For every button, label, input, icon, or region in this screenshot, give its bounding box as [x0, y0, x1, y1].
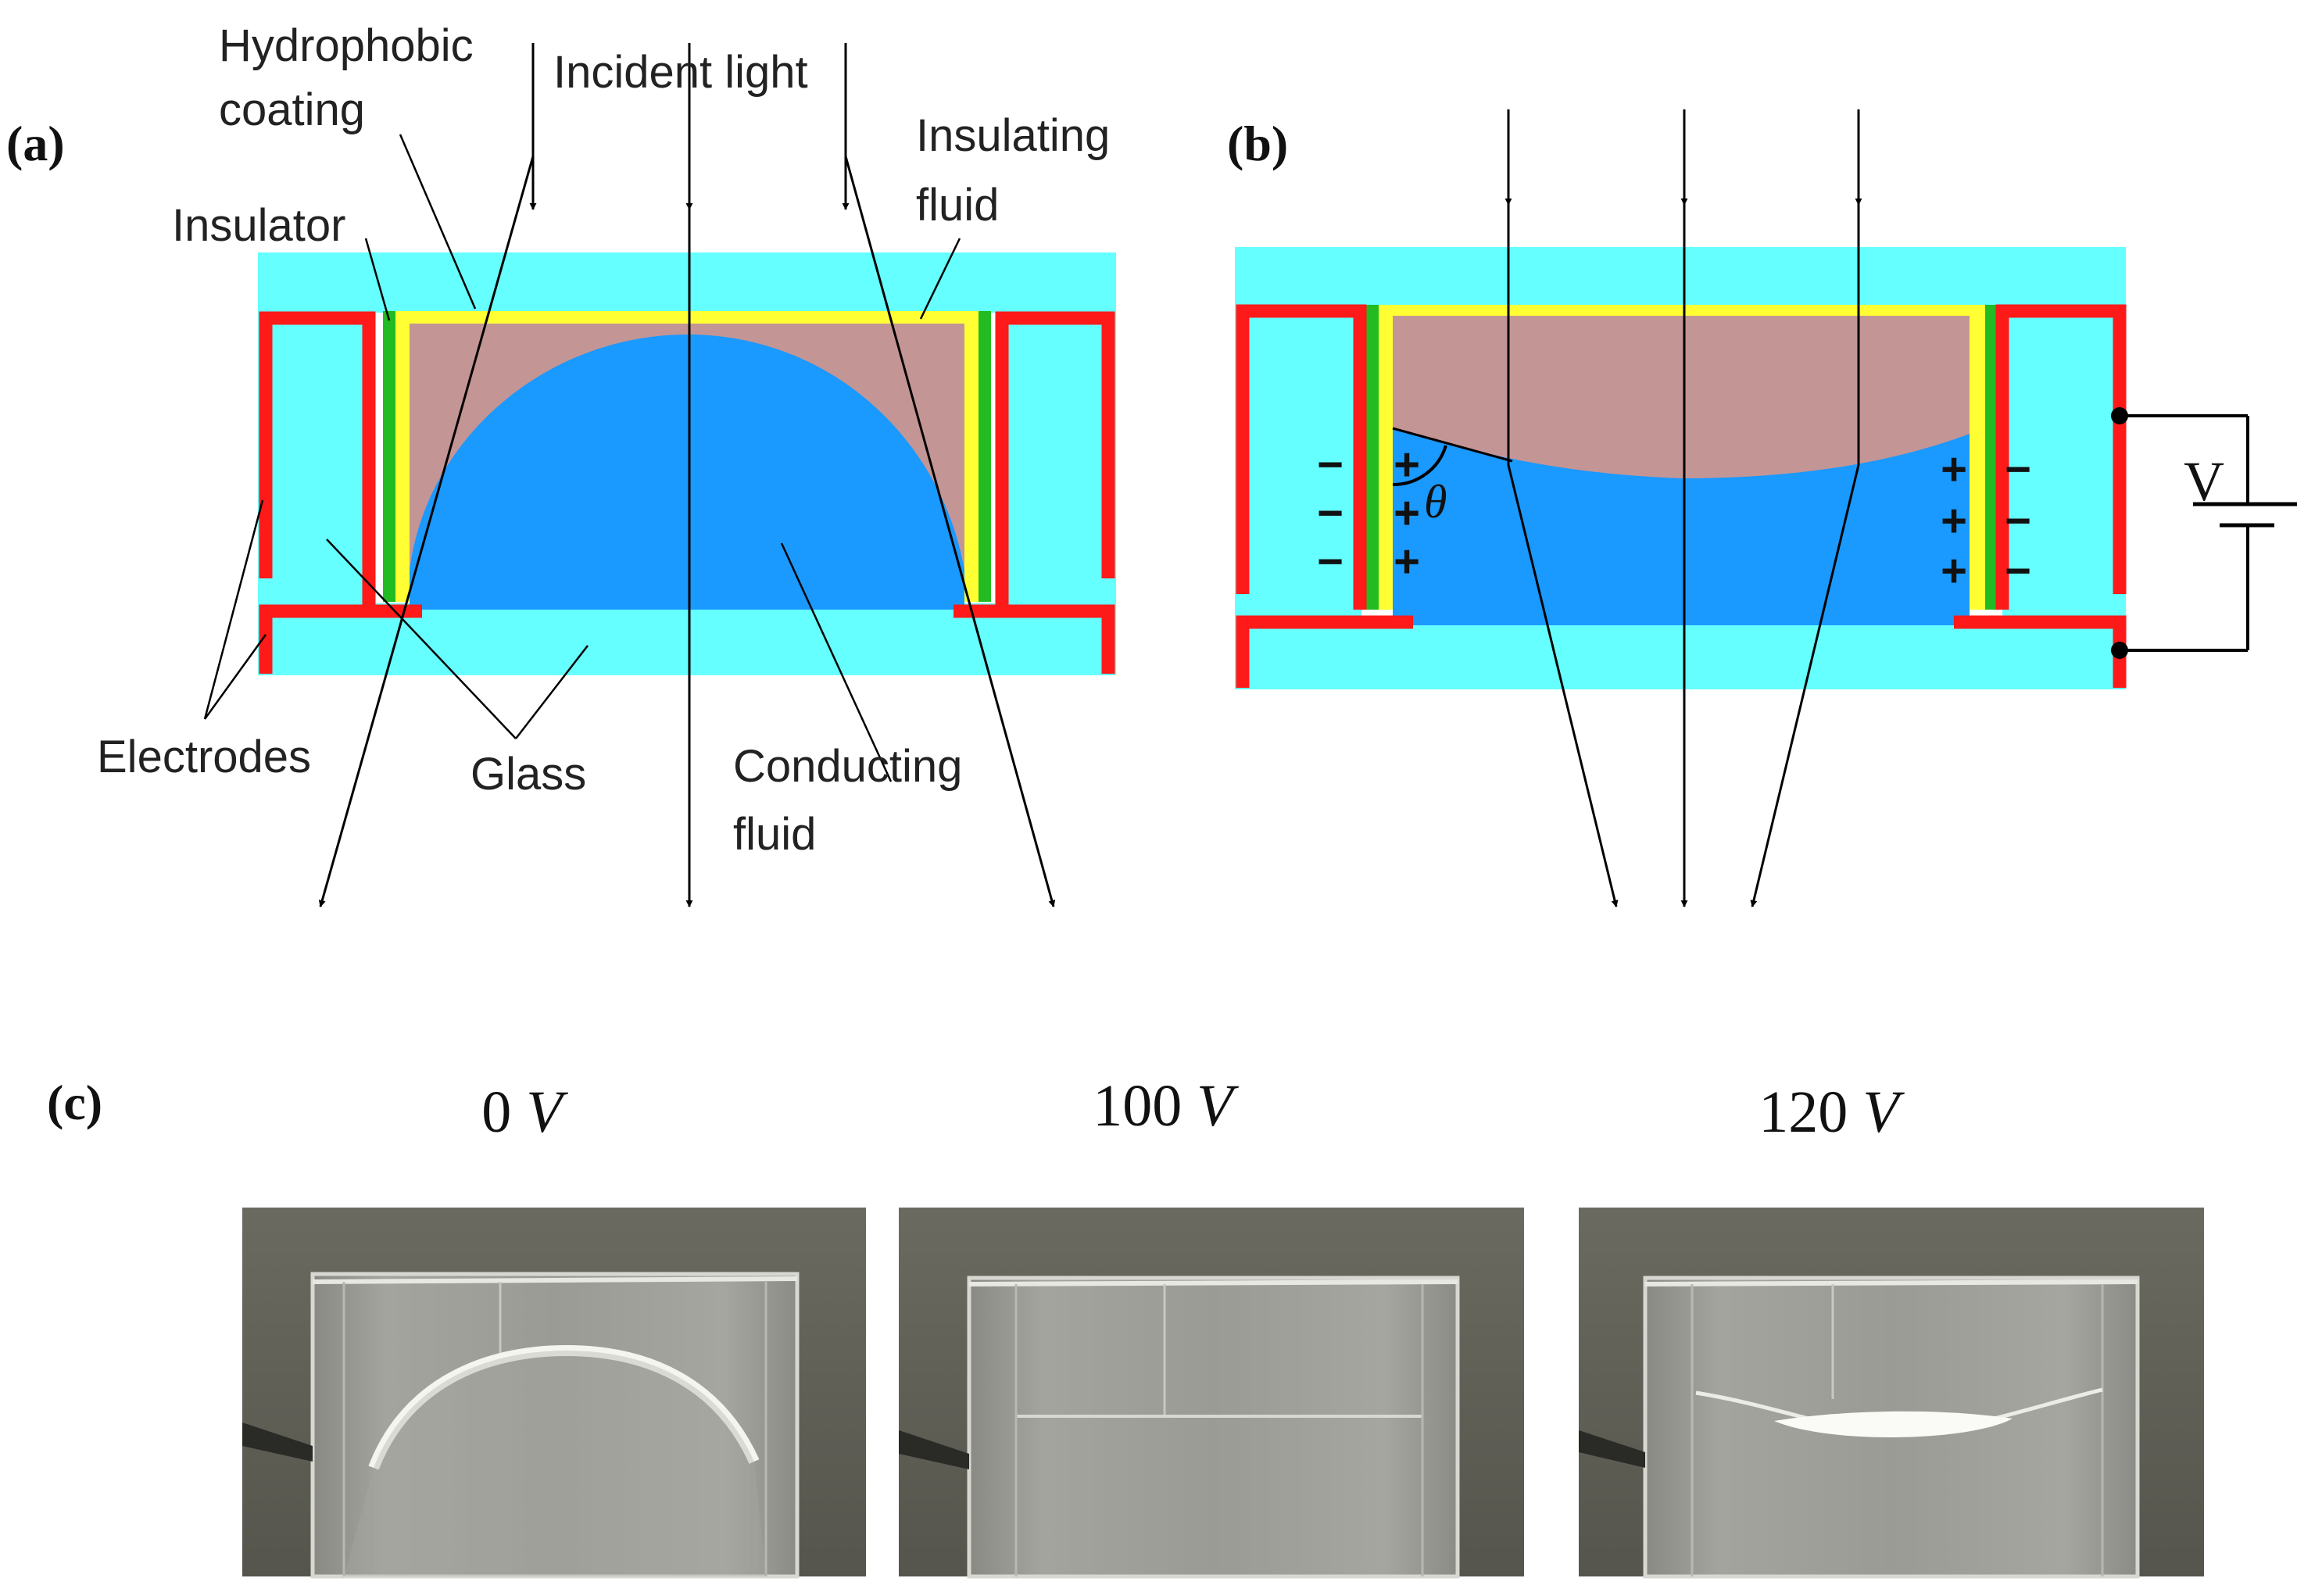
electrode-right-upper [995, 311, 1115, 606]
light-rays-a [318, 43, 1056, 907]
minus-sign: − [2005, 546, 2031, 596]
voltage-unit: V [1197, 1073, 1239, 1139]
conducting-fluid-droplet [410, 335, 964, 610]
panel-c: (c) 0 V 100 V 120 V [47, 1073, 2204, 1579]
photo-120v [1579, 1208, 2204, 1579]
coating-right-b [1970, 305, 1985, 610]
right-glass [1003, 313, 1116, 603]
panel-b-tag: (b) [1227, 116, 1288, 171]
electrode-left-lower-b [1236, 615, 1413, 688]
voltage-symbol: V [2184, 450, 2224, 513]
electrode-right-upper-b [1995, 304, 2127, 610]
light-rays-b [1504, 109, 1862, 907]
voltage-circuit [2120, 414, 2297, 652]
minus-sign: − [2005, 444, 2031, 495]
panel-a-tag: (a) [6, 116, 65, 171]
coating-left-b [1379, 305, 1393, 610]
plus-sign: + [1394, 488, 1420, 539]
charges-left: − − − + + + [1317, 439, 1420, 587]
left-glass [258, 313, 374, 603]
minus-sign: − [2005, 496, 2031, 546]
minus-sign: − [1317, 488, 1343, 539]
panel-a: (a) [6, 20, 1116, 907]
conducting-fluid-bottom [410, 596, 964, 610]
voltage-label-120: 120 V [1759, 1079, 1905, 1145]
electrode-right-lower-b [1954, 615, 2127, 688]
panel-b: (b) − − − + + + + + [1227, 109, 2297, 907]
label-conducting: Conducting [733, 741, 962, 792]
contact-angle-symbol: θ [1424, 476, 1447, 528]
minus-sign: − [1317, 439, 1343, 490]
right-glass-b [2002, 308, 2126, 621]
top-glass-b [1235, 247, 2126, 308]
coating-left [395, 311, 410, 602]
label-insulator: Insulator [172, 200, 345, 251]
terminal-dot [2111, 642, 2128, 659]
bottom-glass-b [1235, 621, 2126, 689]
electrode-left-upper [259, 311, 376, 606]
top-glass [258, 252, 1116, 313]
voltage-label-0: 0 V [481, 1079, 568, 1145]
insulator-left-b [1366, 305, 1379, 610]
coating-top [395, 311, 979, 324]
leader-lines-a [203, 134, 961, 782]
insulator-right [979, 311, 991, 602]
voltage-unit: V [526, 1079, 568, 1145]
voltage-value: 100 [1093, 1073, 1182, 1139]
label-coating: coating [219, 84, 365, 135]
electrode-right-lower [954, 604, 1115, 674]
coating-right [964, 311, 979, 602]
label-electrodes: Electrodes [97, 732, 311, 782]
electrode-left-lower [259, 604, 422, 674]
voltage-label-100: 100 V [1093, 1073, 1239, 1139]
contact-angle-arc [1392, 445, 1447, 487]
conducting-fluid-b [1393, 428, 1970, 625]
plus-sign: + [1394, 536, 1420, 587]
label-conducting-fluid: fluid [733, 809, 816, 860]
insulator-right-b [1985, 305, 1998, 610]
photo-100v [899, 1208, 1524, 1579]
label-incident-light: Incident light [553, 47, 808, 98]
label-insulating-fluid: fluid [916, 180, 999, 231]
plus-sign: + [1941, 546, 1967, 596]
plus-sign: + [1941, 496, 1967, 546]
charges-right: + + + − − − [1941, 444, 2031, 596]
voltage-unit: V [1862, 1079, 1905, 1145]
left-glass-b [1235, 308, 1361, 621]
plus-sign: + [1941, 444, 1967, 495]
minus-sign: − [1317, 536, 1343, 587]
electrode-left-upper-b [1236, 304, 1367, 610]
insulator-left [383, 311, 395, 602]
coating-top-b [1379, 305, 1985, 316]
label-insulating: Insulating [916, 110, 1110, 161]
voltage-value: 0 [481, 1079, 511, 1145]
label-hydrophobic: Hydrophobic [219, 20, 474, 71]
photo-0v [242, 1208, 866, 1579]
panel-c-tag: (c) [47, 1075, 102, 1130]
voltage-value: 120 [1759, 1079, 1848, 1145]
label-glass: Glass [470, 749, 586, 800]
meniscus-tangent [1392, 427, 1513, 463]
terminal-dot [2111, 407, 2128, 424]
